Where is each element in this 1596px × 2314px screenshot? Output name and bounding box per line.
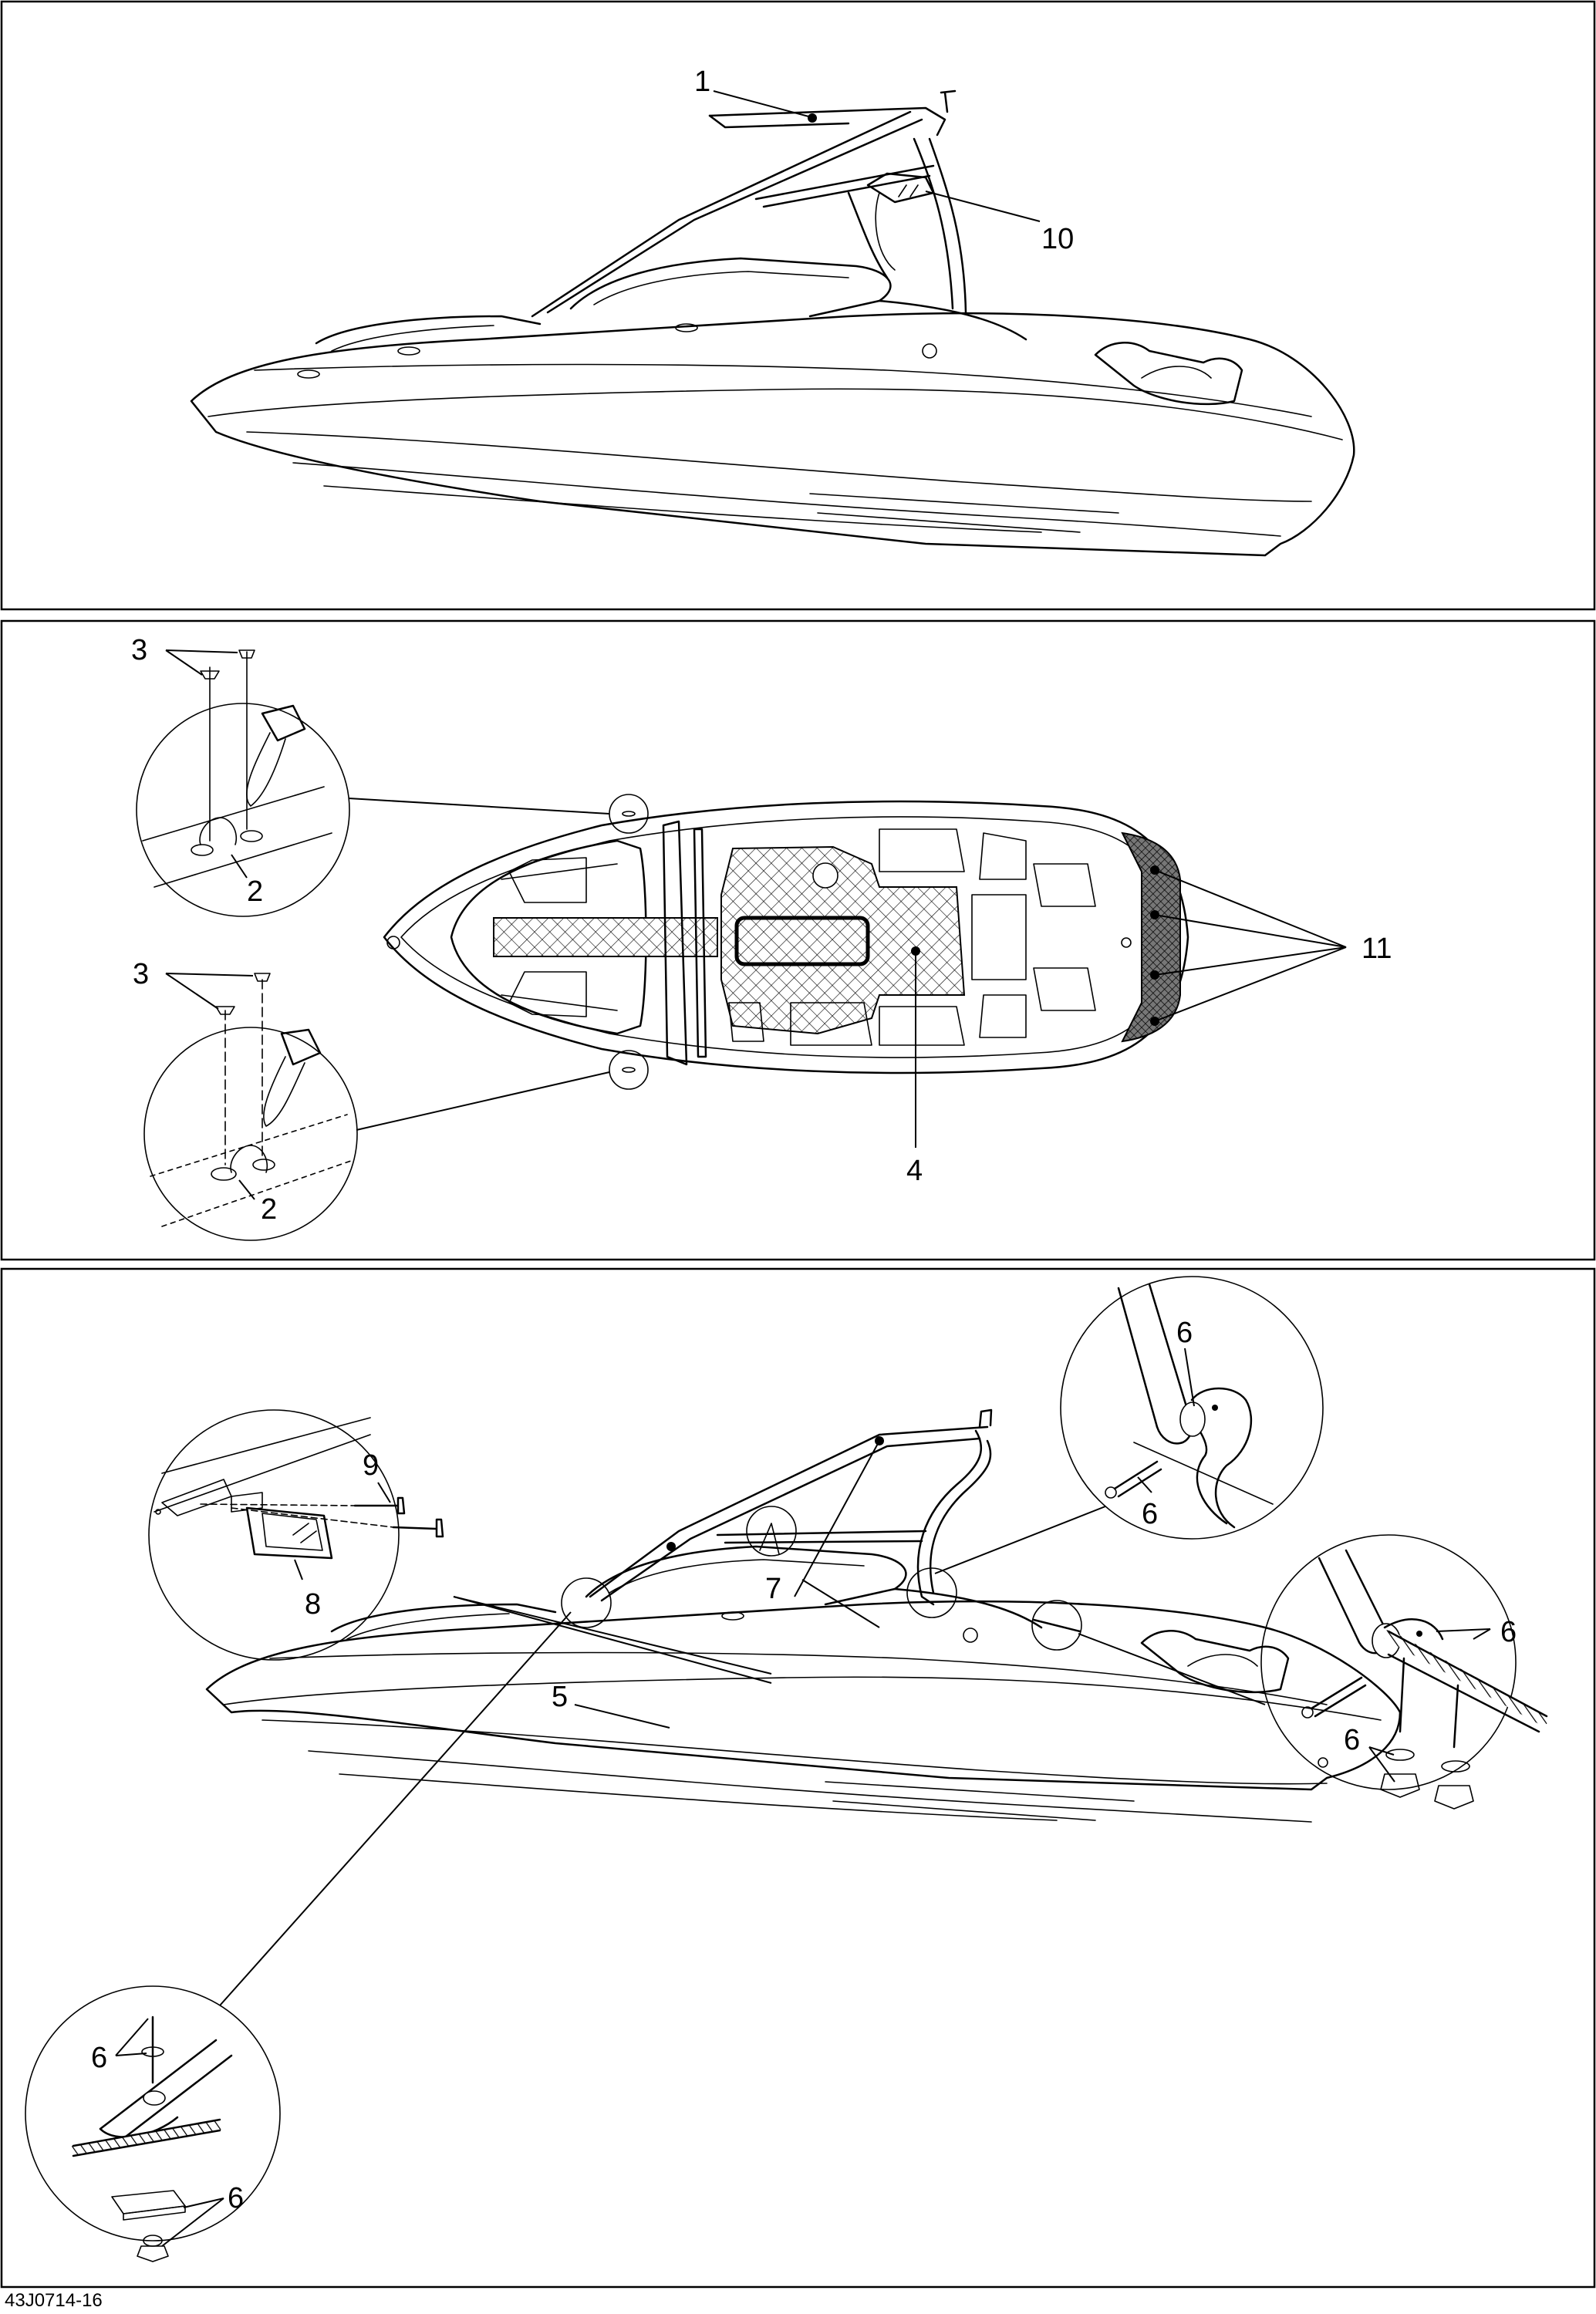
callout-3-lower: 3 bbox=[133, 958, 149, 990]
callout-2-lower: 2 bbox=[261, 1193, 277, 1226]
callout-5: 5 bbox=[552, 1681, 568, 1713]
callout-6-tr-bottom: 6 bbox=[1142, 1498, 1158, 1530]
boat-side-view bbox=[190, 89, 1355, 557]
callout-8: 8 bbox=[305, 1588, 321, 1621]
callout-3-upper: 3 bbox=[131, 634, 147, 666]
callout-6-right-bottom: 6 bbox=[1344, 1724, 1360, 1756]
panel-top: 1 10 bbox=[0, 0, 1596, 611]
callout-6-ll-top: 6 bbox=[91, 2042, 107, 2074]
detail-rear-mount bbox=[1078, 1534, 1548, 1810]
boat-top-view bbox=[383, 794, 1189, 1090]
callout-7: 7 bbox=[765, 1573, 781, 1605]
callout-9: 9 bbox=[363, 1449, 379, 1482]
callout-10: 10 bbox=[1041, 223, 1074, 255]
callout-1: 1 bbox=[694, 66, 710, 98]
detail-mirror-mount bbox=[148, 1409, 772, 1684]
detail-tie-down-lower bbox=[143, 973, 610, 1241]
figure-id: 43J0714-16 bbox=[5, 2290, 103, 2311]
boat-side-view-with-tower bbox=[205, 1408, 1402, 1823]
callout-6-right-top: 6 bbox=[1500, 1616, 1517, 1648]
detail-tie-down-upper bbox=[136, 649, 610, 917]
panel-bottom: 6 6 9 8 7 bbox=[0, 1267, 1596, 2289]
callout-11: 11 bbox=[1361, 933, 1392, 965]
callout-4: 4 bbox=[906, 1155, 923, 1187]
detail-tower-pivot bbox=[934, 1276, 1324, 1574]
callout-6-ll-bottom: 6 bbox=[228, 2182, 244, 2214]
detail-front-mount bbox=[25, 1611, 572, 2262]
panel-middle: 3 2 3 2 4 11 bbox=[0, 619, 1596, 1261]
callout-6-tr-top: 6 bbox=[1176, 1317, 1193, 1349]
callout-2-upper: 2 bbox=[247, 875, 263, 908]
